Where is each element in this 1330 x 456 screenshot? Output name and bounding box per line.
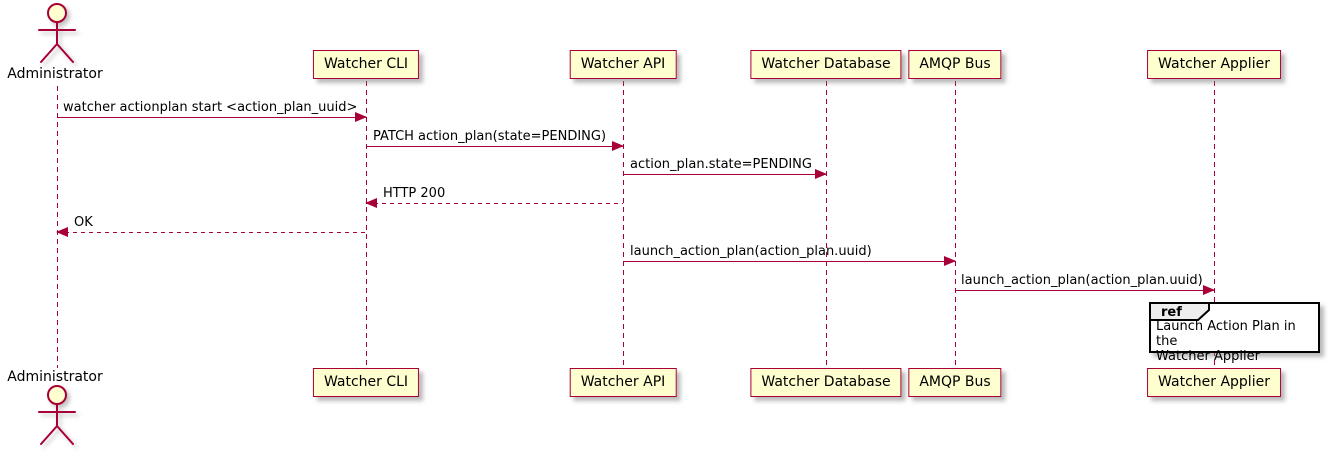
lifeline-watcher-database	[826, 81, 827, 368]
message-line	[57, 232, 366, 233]
arrowhead-icon	[355, 112, 367, 122]
actor-label-top: Administrator	[7, 66, 103, 82]
message-label: launch_action_plan(action_plan.uuid)	[961, 273, 1203, 288]
arrowhead-icon	[56, 227, 68, 237]
actor-label-bottom: Administrator	[7, 369, 103, 385]
participant-watcher-cli-bottom: Watcher CLI	[312, 368, 420, 397]
message-label: OK	[74, 215, 93, 230]
message-patch-action-plan: PATCH action_plan(state=PENDING)	[366, 127, 624, 151]
actor-icon	[38, 3, 76, 63]
participant-watcher-applier-bottom: Watcher Applier	[1147, 368, 1281, 397]
message-state-pending: action_plan.state=PENDING	[623, 155, 827, 179]
message-ok: OK	[56, 213, 366, 237]
ref-text-line1: Launch Action Plan in the	[1156, 319, 1296, 349]
arrowhead-icon	[815, 169, 827, 179]
actor-icon	[38, 385, 76, 445]
message-line	[623, 261, 955, 262]
participant-watcher-database-top: Watcher Database	[750, 50, 902, 79]
message-line	[366, 203, 623, 204]
message-line	[623, 174, 826, 175]
ref-keyword: ref	[1161, 305, 1182, 320]
arrowhead-icon	[1203, 285, 1215, 295]
message-line	[366, 146, 623, 147]
lifeline-watcher-cli	[366, 81, 367, 368]
arrowhead-icon	[944, 256, 956, 266]
lifeline-watcher-applier	[1214, 81, 1215, 368]
arrowhead-icon	[365, 198, 377, 208]
ref-header-icon: ref	[1149, 302, 1210, 321]
lifeline-amqp-bus	[955, 81, 956, 368]
ref-text-line2: Watcher Applier	[1156, 349, 1260, 364]
participant-watcher-database-bottom: Watcher Database	[750, 368, 902, 397]
participant-amqp-bus-bottom: AMQP Bus	[908, 368, 1002, 397]
message-label: HTTP 200	[383, 186, 446, 201]
participant-watcher-applier-top: Watcher Applier	[1147, 50, 1281, 79]
message-label: PATCH action_plan(state=PENDING)	[373, 129, 607, 144]
lifeline-watcher-api	[623, 81, 624, 368]
actor-administrator-bottom	[25, 384, 89, 446]
message-actionplan-start: watcher actionplan start <action_plan_uu…	[57, 98, 367, 122]
ref-body: Launch Action Plan in the Watcher Applie…	[1151, 304, 1318, 364]
message-label: action_plan.state=PENDING	[630, 157, 812, 172]
message-line	[955, 290, 1214, 291]
participant-watcher-cli-top: Watcher CLI	[312, 50, 420, 79]
message-label: watcher actionplan start <action_plan_uu…	[63, 100, 358, 115]
message-line	[57, 117, 366, 118]
message-launch-action-plan-amqp: launch_action_plan(action_plan.uuid)	[623, 242, 956, 266]
message-launch-action-plan-applier: launch_action_plan(action_plan.uuid)	[955, 271, 1215, 295]
actor-administrator-top	[25, 2, 89, 64]
participant-watcher-api-top: Watcher API	[569, 50, 677, 79]
message-label: launch_action_plan(action_plan.uuid)	[630, 244, 872, 259]
ref-fragment: ref Launch Action Plan in the Watcher Ap…	[1149, 302, 1320, 364]
participant-amqp-bus-top: AMQP Bus	[908, 50, 1002, 79]
participant-watcher-api-bottom: Watcher API	[569, 368, 677, 397]
arrowhead-icon	[612, 141, 624, 151]
message-http-200: HTTP 200	[365, 184, 623, 208]
